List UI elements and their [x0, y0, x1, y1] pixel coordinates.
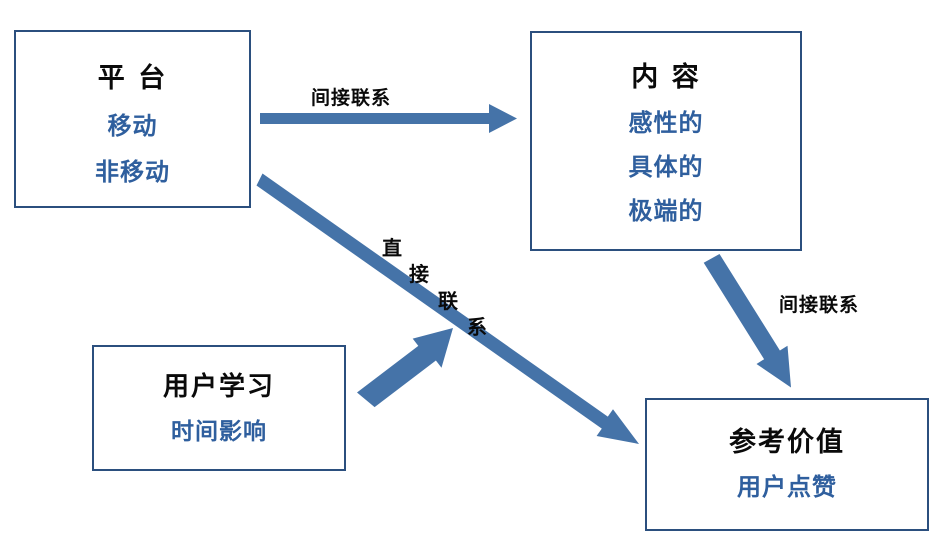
- node-content-item-1: 具体的: [628, 153, 704, 181]
- node-learning[interactable]: 用户学习 时间影响: [92, 345, 346, 471]
- edge-label-direct-char-1: 接: [409, 262, 429, 286]
- edge-label-platform-to-content: 间接联系: [311, 87, 392, 109]
- node-reference[interactable]: 参考价值 用户点赞: [645, 398, 929, 531]
- node-content[interactable]: 内 容 感性的 具体的 极端的: [530, 31, 802, 251]
- node-platform-item-0: 移动: [107, 112, 158, 140]
- arrow-content-to-reference: [703, 254, 791, 388]
- node-reference-title: 参考价值: [729, 427, 845, 458]
- node-platform-item-1: 非移动: [95, 158, 170, 186]
- edge-label-direct-char-3: 系: [467, 315, 487, 339]
- node-content-item-0: 感性的: [628, 109, 704, 137]
- node-learning-item-0: 时间影响: [171, 419, 267, 445]
- edge-label-direct-char-2: 联: [438, 289, 458, 313]
- node-learning-title: 用户学习: [162, 372, 275, 402]
- edge-label-content-to-reference: 间接联系: [779, 294, 860, 316]
- node-content-title: 内 容: [631, 62, 701, 93]
- node-platform-title: 平 台: [97, 63, 168, 94]
- edge-label-platform-to-reference: 直 接 联 系: [380, 232, 530, 342]
- node-platform[interactable]: 平 台 移动 非移动: [14, 30, 251, 208]
- node-reference-item-0: 用户点赞: [737, 473, 837, 501]
- edge-label-direct-char-0: 直: [382, 236, 402, 260]
- node-content-item-2: 极端的: [628, 197, 704, 225]
